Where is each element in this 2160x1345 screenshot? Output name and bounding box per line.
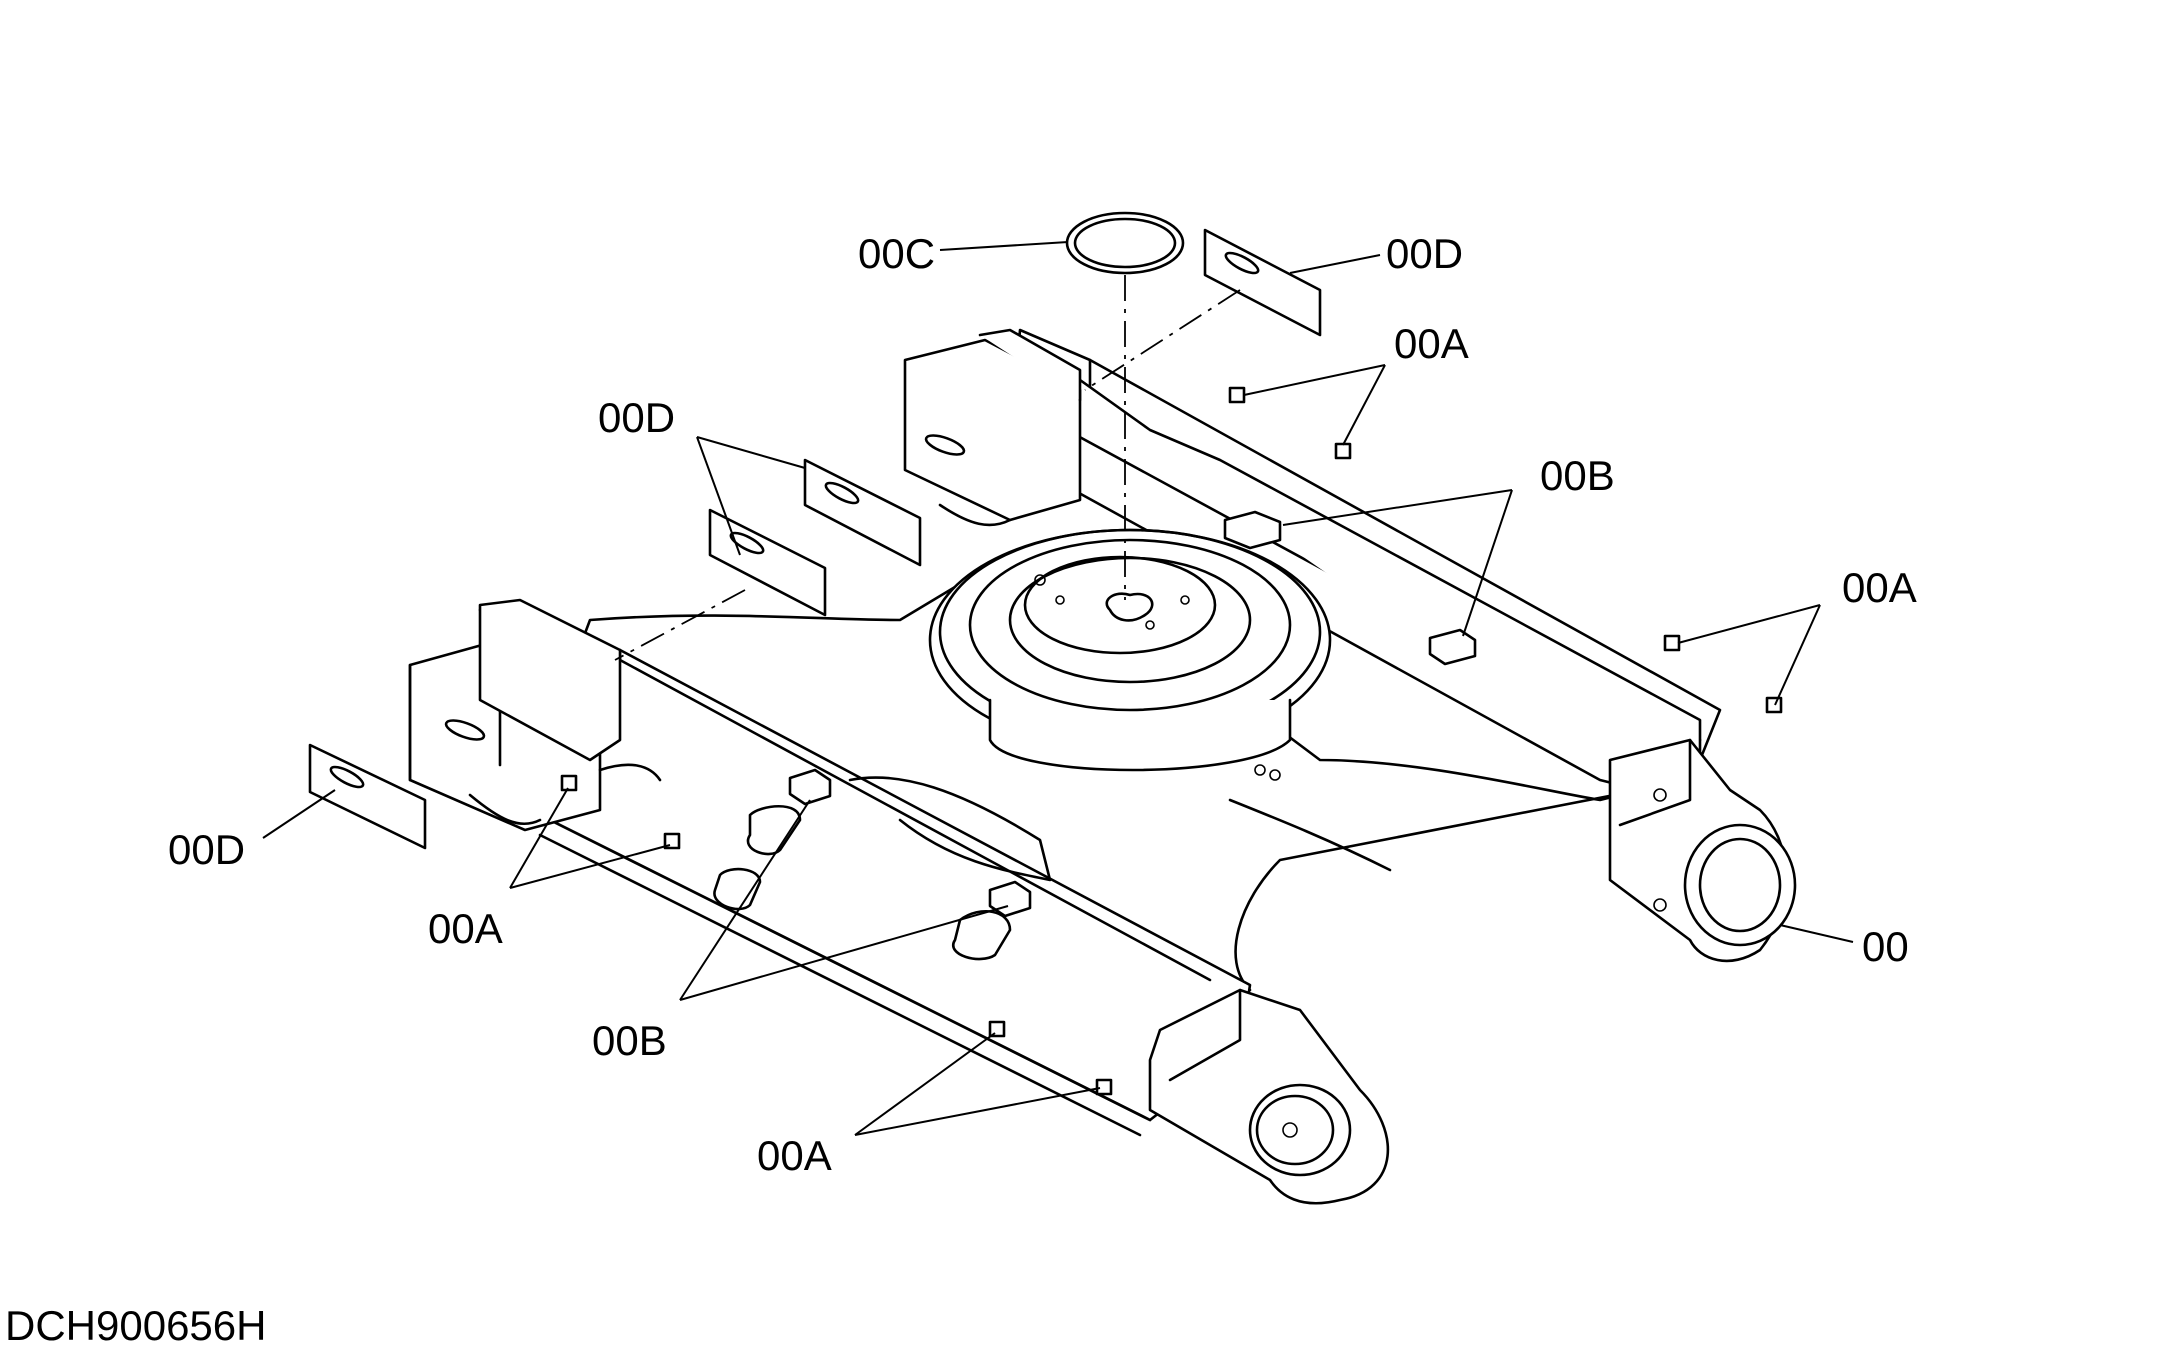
front-idler-housing bbox=[1148, 988, 1390, 1205]
label-00: 00 bbox=[1862, 923, 1909, 970]
left-frame-end bbox=[408, 598, 622, 832]
label-00B-top: 00B bbox=[1540, 452, 1615, 499]
leader-lines bbox=[262, 241, 1854, 1136]
frame-cutouts bbox=[598, 763, 1392, 961]
label-00D-left-upper: 00D bbox=[598, 394, 675, 441]
assembly-centerlines bbox=[614, 275, 1241, 661]
label-00A-bottom: 00A bbox=[757, 1132, 832, 1179]
label-00C: 00C bbox=[858, 230, 935, 277]
plates-00D bbox=[308, 228, 1322, 850]
label-00A-right: 00A bbox=[1842, 564, 1917, 611]
label-00A-left: 00A bbox=[428, 905, 503, 952]
callout-labels: 00C 00D 00A 00D 00B 00A 00D 00A 00 00B 0… bbox=[168, 230, 1917, 1179]
label-00B-bottom: 00B bbox=[592, 1017, 667, 1064]
label-00D-top: 00D bbox=[1386, 230, 1463, 277]
label-00D-left-lower: 00D bbox=[168, 826, 245, 873]
right-frame-end bbox=[903, 328, 1082, 527]
drawing-id: DCH900656H bbox=[5, 1302, 266, 1345]
shim-blocks-00A bbox=[560, 386, 1783, 1096]
swing-bearing bbox=[928, 528, 1332, 781]
pads-00B bbox=[788, 510, 1477, 918]
label-00A-top: 00A bbox=[1394, 320, 1469, 367]
seal-ring-00C bbox=[1065, 211, 1185, 275]
rear-idler-housing bbox=[1608, 738, 1797, 963]
